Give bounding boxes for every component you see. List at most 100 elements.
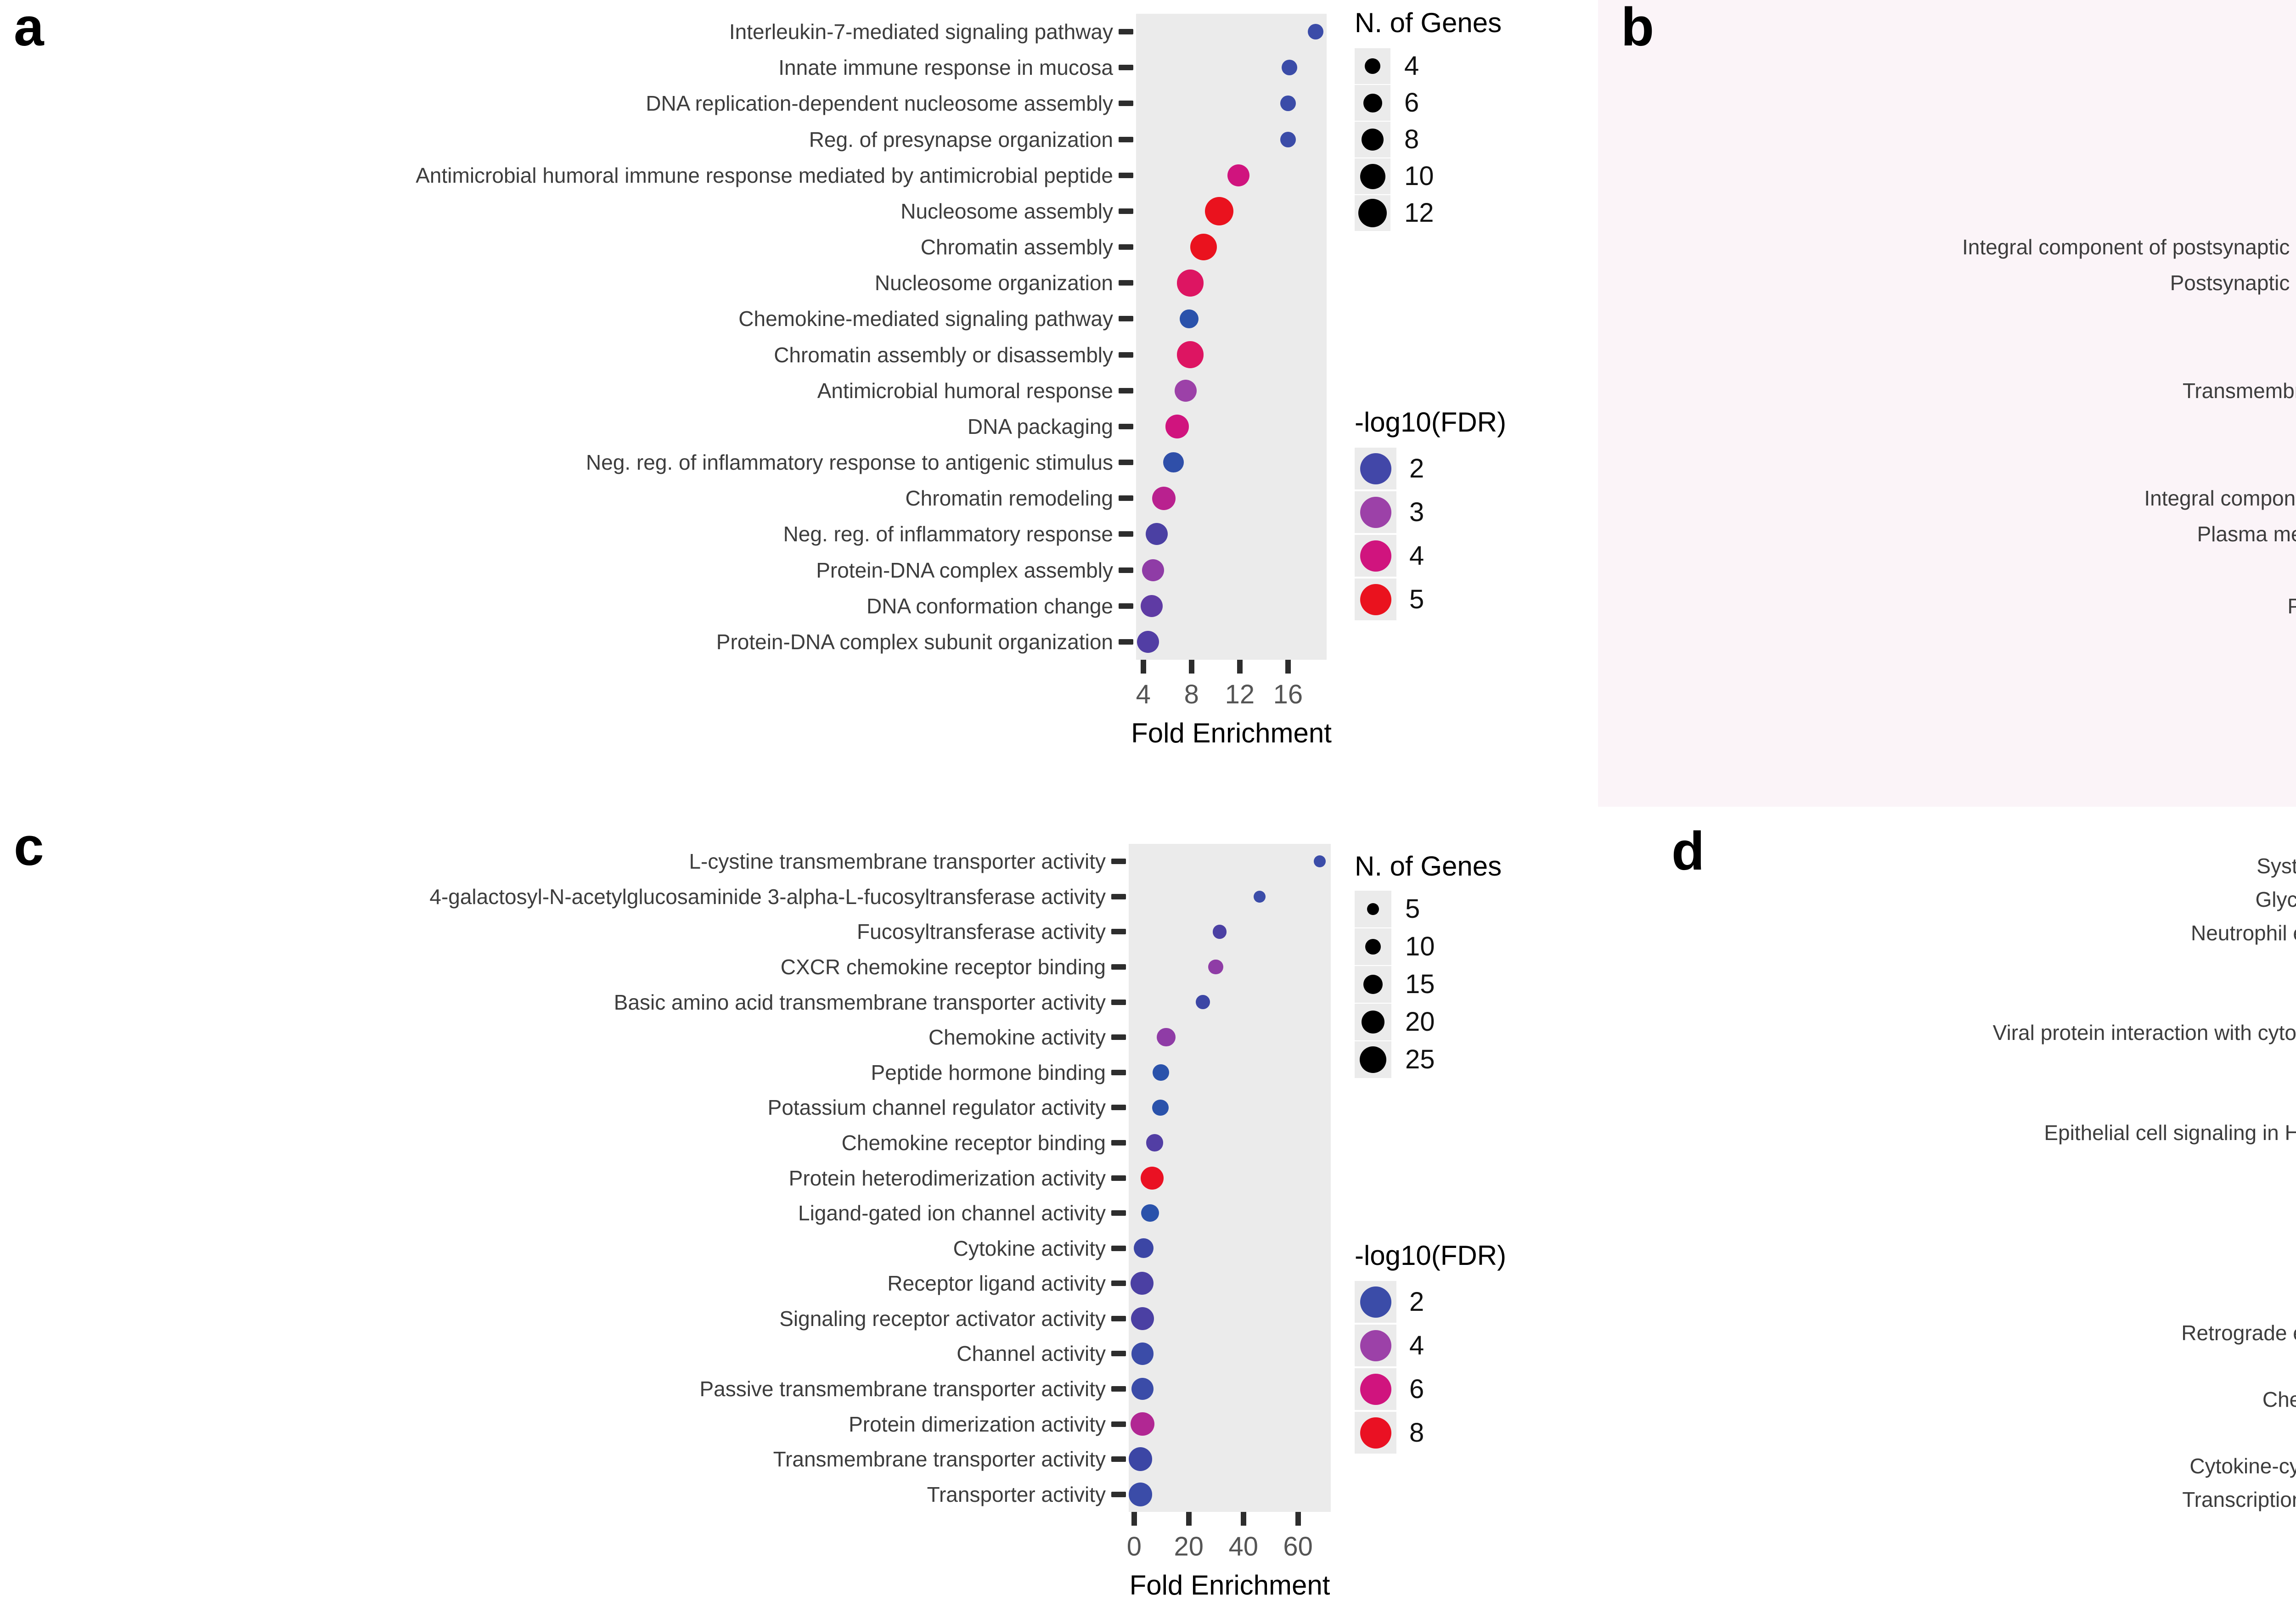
data-point [1180,309,1199,328]
data-point [1176,341,1204,368]
category-label: Chromatin [1657,558,2296,582]
data-point [1157,1028,1176,1047]
color-legend-dot [1360,496,1391,528]
data-point [1176,270,1204,297]
x-tick-label: 0 [1126,1532,1142,1561]
y-axis-tick [1119,136,1133,142]
y-axis-tick [1111,1386,1126,1392]
category-label: Transporter complex [1657,450,2296,474]
data-point [1131,1342,1154,1365]
category-label: Neg. reg. of inflammatory response [783,522,1113,546]
x-axis-tick [1295,1512,1301,1526]
data-point [1280,131,1296,147]
data-point [1140,1166,1164,1190]
category-label: Legionellosis [1648,1054,2296,1078]
data-point [1152,1099,1169,1116]
color-legend-value: 4 [1409,540,1424,571]
y-axis-tick [1119,603,1133,609]
category-label: Neutrophil extracellular trap formation [2190,921,2296,945]
x-tick-label: 4 [1136,680,1151,709]
panel-letter: b [1621,0,1654,57]
category-label: Ion channel complex [1657,307,2296,331]
category-label: Integral component of plasma membrane [2144,486,2296,511]
panel-letter: a [14,0,44,57]
x-tick-label: 16 [1273,680,1303,709]
size-legend-dot [1362,129,1384,151]
size-legend-value: 25 [1405,1045,1435,1074]
category-label: Chemokine receptor binding [841,1130,1106,1155]
category-label: Antimicrobial humoral immune response me… [416,163,1113,187]
category-label: GABA-ergic synapse [1657,199,2296,223]
category-label: GABAergic synapse [1648,1154,2296,1178]
category-label: Protein heterodimerization activity [788,1166,1106,1190]
category-label: Nicotine addiction [1648,988,2296,1011]
category-label: Rheumatoid arthritis [1648,1187,2296,1211]
size-legend-dot [1362,1011,1384,1033]
y-axis-tick [1111,1456,1126,1462]
category-label: Ligand-gated ion channel activity [798,1201,1106,1225]
size-legend-dot [1365,939,1381,955]
category-label: Transcriptional misregulation in cancer [2182,1487,2296,1511]
x-tick-label: 20 [1174,1532,1204,1561]
data-point [1141,595,1163,617]
category-label: L-cystine transmembrane transporter acti… [689,849,1106,874]
y-axis-tick [1111,1210,1126,1216]
category-label: Channel activity [957,1342,1106,1366]
category-label: Nucleosome organization [874,271,1113,295]
y-axis-tick [1119,567,1133,573]
panel-b-background [1598,0,2296,807]
data-point [1130,1412,1154,1436]
size-legend-value: 10 [1405,932,1435,961]
category-label: Synapse [1657,630,2296,654]
x-tick-label: 60 [1283,1532,1313,1561]
y-axis-tick [1111,1140,1126,1146]
category-label: Innate immune response in mucosa [778,56,1113,80]
x-tick-label: 8 [1184,680,1199,709]
category-label: Basic amino acid transmembrane transport… [613,990,1106,1014]
x-tick-label: 40 [1228,1532,1258,1561]
size-legend-value: 5 [1405,894,1420,924]
category-label: Insulin secretion [1648,1287,2296,1311]
y-axis-tick [1119,388,1133,393]
category-label: Transporter activity [927,1482,1106,1506]
data-point [1196,995,1210,1009]
x-axis-tick [1285,660,1291,674]
category-label: Protein-DNA complex subunit organization [716,629,1113,654]
data-point [1163,452,1184,473]
category-label: Chemokine signaling pathway [2262,1387,2296,1411]
size-legend-dot [1360,163,1385,189]
category-label: Transmembrane transporter activity [773,1447,1106,1472]
category-label: Necroptosis [1648,1354,2296,1378]
data-point [1314,855,1326,868]
category-label: Viral carcinogenesis [1648,1421,2296,1445]
color-legend-title: -log10(FDR) [1355,407,1507,438]
data-point [1208,959,1223,975]
y-axis-tick [1111,1175,1126,1181]
y-axis-tick [1111,1315,1126,1321]
size-legend-value: 12 [1404,198,1434,228]
data-point [1128,1447,1153,1471]
category-label: Cornified envelope [1657,128,2296,152]
y-axis-tick [1111,1281,1126,1286]
data-point [1131,1377,1154,1400]
color-legend-title: -log10(FDR) [1355,1240,1507,1271]
category-label: DNA packaging complex [1657,56,2296,79]
category-label: Postsynaptic specialization membrane [2170,271,2296,295]
y-axis-tick [1119,531,1133,537]
data-point [1165,415,1189,438]
category-label: Receptor ligand activity [887,1271,1106,1296]
category-label: Chemokine activity [928,1025,1106,1050]
y-axis-tick [1111,999,1126,1005]
data-point [1131,1307,1154,1330]
category-label: Antimicrobial humoral response [817,378,1113,403]
y-axis-tick [1111,859,1126,865]
data-point [1130,1272,1154,1295]
y-axis-tick [1119,639,1133,645]
y-axis-tick [1111,1421,1126,1427]
size-legend-value: 10 [1404,161,1434,191]
category-label: Chemokine-mediated signaling pathway [738,307,1113,331]
y-axis-tick [1119,29,1133,35]
category-label: Signaling receptor activator activity [779,1306,1106,1331]
size-legend-value: 6 [1404,88,1419,118]
y-axis-tick [1119,280,1133,286]
